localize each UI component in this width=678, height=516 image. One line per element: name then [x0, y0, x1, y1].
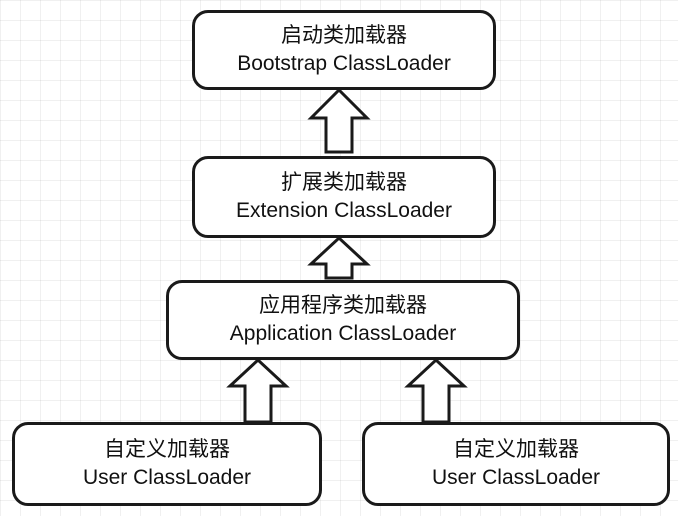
node-user-right-subtitle: User ClassLoader	[431, 466, 601, 489]
arrow-user-right-to-application	[404, 357, 468, 424]
arrow-extension-to-bootstrap	[307, 87, 371, 154]
arrow-application-to-extension	[307, 235, 371, 280]
node-extension-subtitle: Extension ClassLoader	[236, 199, 452, 222]
node-user-classloader-left: 自定义加载器 User ClassLoader	[12, 422, 322, 506]
node-application-classloader: 应用程序类加载器 Application ClassLoader	[166, 280, 520, 360]
node-bootstrap-subtitle: Bootstrap ClassLoader	[237, 52, 451, 75]
node-extension-title: 扩展类加载器	[281, 171, 407, 194]
node-user-left-title: 自定义加载器	[104, 438, 230, 461]
arrow-user-left-to-application	[226, 357, 290, 424]
node-bootstrap-classloader: 启动类加载器 Bootstrap ClassLoader	[192, 10, 496, 90]
node-user-right-title: 自定义加载器	[453, 438, 579, 461]
node-application-title: 应用程序类加载器	[259, 294, 427, 317]
node-user-left-subtitle: User ClassLoader	[82, 466, 252, 489]
node-bootstrap-title: 启动类加载器	[281, 24, 407, 47]
node-extension-classloader: 扩展类加载器 Extension ClassLoader	[192, 156, 496, 238]
node-user-classloader-right: 自定义加载器 User ClassLoader	[362, 422, 670, 506]
node-application-subtitle: Application ClassLoader	[229, 322, 457, 345]
